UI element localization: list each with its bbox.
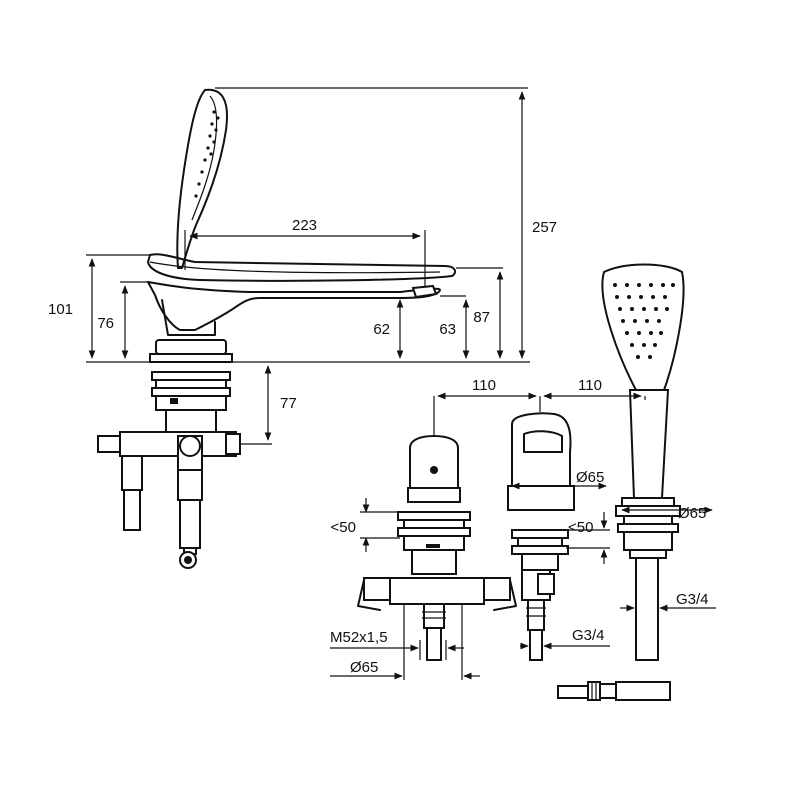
dim-deck-left: <50 (331, 519, 356, 536)
dim-diameter-holder: Ø65 (678, 505, 706, 522)
mixer-valve-view (507, 412, 575, 661)
dim-101: 101 (48, 301, 73, 318)
hand-shower-view (557, 263, 685, 701)
dim-thread-middle: G3/4 (572, 627, 605, 644)
dim-223: 223 (292, 217, 317, 234)
dim-thread-right: G3/4 (676, 591, 709, 608)
dim-76: 76 (97, 315, 114, 332)
diverter-valve-view (357, 434, 517, 661)
dim-63: 63 (439, 321, 456, 338)
dim-diameter-handle: Ø65 (576, 469, 604, 486)
dim-110-right: 110 (578, 377, 602, 394)
dim-87: 87 (473, 309, 490, 326)
dim-thread-valve: M52x1,5 (330, 629, 388, 646)
dim-110-left: 110 (472, 377, 496, 394)
spout-side-view (86, 87, 530, 569)
dim-62: 62 (373, 321, 390, 338)
dim-deck-right: <50 (568, 519, 593, 536)
dim-257: 257 (532, 219, 557, 236)
dim-77: 77 (280, 395, 297, 412)
dim-diameter-valve: Ø65 (350, 659, 378, 676)
dimension-lines-lower (330, 392, 716, 680)
